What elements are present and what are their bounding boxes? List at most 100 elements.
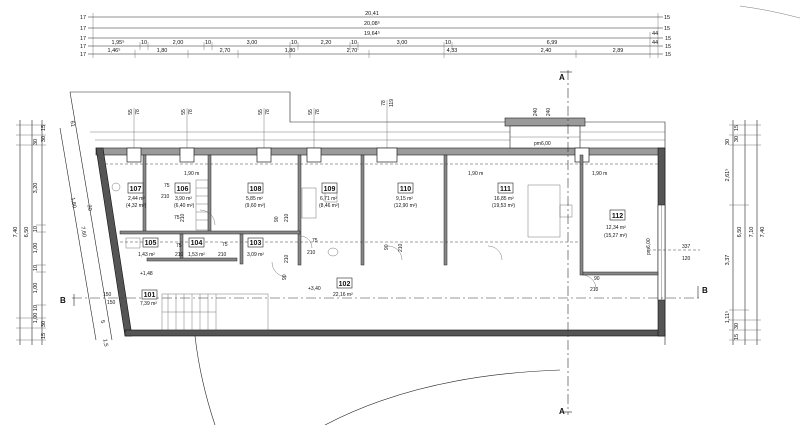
room-101: 101 7,39 m² (140, 289, 158, 307)
dim-top-r4-v9: 10 (445, 40, 451, 46)
dim-right-m0: 6,50 (737, 227, 743, 238)
dim-top-r5-v3: 1,80 (285, 48, 296, 54)
door-swings (199, 209, 597, 290)
ridge-height-label-2: pm6,00 (646, 238, 652, 255)
door-104-height: 210 (175, 252, 184, 258)
room-area: 3,90 m² (175, 196, 192, 202)
dim-right-o6: 30 (734, 323, 740, 329)
door-104-width: 75 (176, 243, 182, 249)
section-a-top: A (559, 73, 565, 82)
entry-dim-2: 150 (107, 300, 116, 306)
dim-left-o1: 30 (41, 136, 47, 142)
dim-top-r5-v1: 1,80 (157, 48, 168, 54)
dim-left-o10: 30 (41, 321, 47, 327)
roof-vents (126, 100, 590, 163)
room-112: 112 12,34 m² (15,27 m²) (604, 209, 627, 239)
top-dimensions: 20,41 17 15 20,08⁵ 17 15 19,64⁵ 17 44 15… (80, 11, 671, 58)
partitions (119, 154, 659, 276)
furniture (111, 182, 573, 257)
room-number: 110 (400, 186, 411, 193)
room-area-gross: (8,46 m²) (319, 203, 340, 209)
room-area: 22,16 m² (333, 292, 353, 298)
room-number: 106 (177, 186, 189, 193)
dim-right-m1: 7,10 (749, 227, 755, 238)
dim-top-r4-v1: 10 (141, 40, 147, 46)
dim-top-r4-v8: 3,00 (397, 40, 408, 46)
dim-top-r4-v4: 3,00 (247, 40, 258, 46)
room-number: 112 (612, 213, 623, 220)
dim-right-o5: 1,11⁵ (724, 311, 731, 324)
ridge-height-label: pm6,00 (534, 141, 551, 147)
door-110-height: 210 (398, 243, 404, 252)
vent-dim-3: 78 (188, 109, 194, 115)
door-108-width: 90 (274, 216, 280, 222)
door-107-height: 210 (180, 213, 186, 222)
section-lines (72, 70, 700, 415)
dim-top-r5-v2: 2,70 (220, 48, 231, 54)
dim-top-r5-r2: 15 (665, 52, 671, 58)
room-number: 103 (250, 240, 262, 247)
right-dimensions: 15 30 30 2,61⁵ 3,37 1,11⁵ 30 15 6,50 7,1… (724, 120, 766, 345)
section-a-bottom: A (559, 407, 565, 416)
vent-dim-5: 78 (265, 109, 271, 115)
dim-top-r3-total: 19,64⁵ (364, 30, 380, 37)
dim-left-o5: 1,00 (33, 243, 39, 254)
dim-right-o1: 30 (734, 136, 740, 142)
dim-left-o3: 3,20 (33, 183, 39, 194)
dim-left-o4: 10 (33, 226, 39, 232)
room-area: 16,85 m² (494, 196, 514, 202)
dim-right-o3: 2,61⁵ (724, 169, 731, 182)
dim-left-o6: 10 (33, 265, 39, 271)
dim-top-r4-v3: 10 (205, 40, 211, 46)
dim-top-r5-left: 17 (80, 52, 86, 58)
dim-top-r4-v6: 2,20 (321, 40, 332, 46)
dim-top-r4-left: 17 (80, 44, 86, 50)
room-area-gross: (15,27 m²) (604, 233, 627, 239)
dim-top-r5-v7: 2,89 (613, 48, 624, 54)
dim-top-r5-v0: 1,46⁵ (108, 47, 121, 54)
dim-top-r3-left: 17 (80, 36, 86, 42)
room-area-gross: (12,90 m²) (394, 203, 417, 209)
room-107: 107 2,44 m² (4,32 m²) (126, 182, 147, 209)
dim-top-r4-v5: 10 (291, 40, 297, 46)
section-b-right: B (702, 286, 708, 295)
door-103-width: 75 (222, 242, 228, 248)
diagonal-dimensions: 1,80 7,60 61 20 5 1,5 (59, 91, 113, 348)
room-area: 12,34 m² (606, 225, 626, 231)
room-106: 106 3,90 m² (6,40 m²) (174, 182, 195, 209)
room-area-gross: (9,60 m²) (245, 203, 266, 209)
dim-diag-1: 7,60 (79, 226, 87, 238)
dim-left-o2: 30 (33, 139, 39, 145)
dim-left-o7: 1,00 (33, 283, 39, 294)
dim-top-r4-v0: 1,95⁵ (112, 39, 125, 46)
door-109-height: 210 (307, 250, 316, 256)
room-number: 109 (324, 186, 336, 193)
room-area: 1,53 m² (188, 252, 205, 258)
door-102-width: 90 (282, 274, 288, 280)
room-number: 111 (500, 186, 511, 193)
room-area: 1,43 m² (138, 252, 155, 258)
room-area: 3,09 m² (247, 252, 264, 258)
dim-top-r5-v4: 2,70 (347, 48, 358, 54)
dim-diag-5: 1,5 (101, 339, 108, 348)
room-108: 108 5,85 m² (9,60 m²) (245, 182, 266, 209)
room-109: 109 6,71 m² (8,46 m²) (319, 182, 340, 209)
dim-diag-0: 1,80 (69, 197, 77, 209)
annotations: 1,90 m 1,90 m 1,90 m pm6,00 pm6,00 +1,48… (103, 141, 691, 306)
vent-dim-8: 78 (381, 100, 387, 106)
door-102-height: 210 (284, 254, 290, 263)
dim-top-r1-right: 15 (664, 15, 670, 21)
entry-dim-1: 150 (103, 292, 112, 298)
site-boundary-line (739, 5, 800, 19)
room-102: 102 22,16 m² (333, 277, 353, 298)
room-number: 102 (339, 281, 351, 288)
dim-top-r2-left: 17 (80, 26, 86, 32)
level-148: +1,48 (140, 271, 153, 277)
dim-right-o4: 3,37 (725, 255, 731, 266)
height-label-3: 1,90 m (592, 171, 607, 177)
room-number: 108 (250, 186, 262, 193)
room-area-gross: (19,53 m²) (492, 203, 515, 209)
section-markers: A A B B (60, 71, 708, 416)
dim-top-r4-v10: 6,99 (547, 40, 558, 46)
